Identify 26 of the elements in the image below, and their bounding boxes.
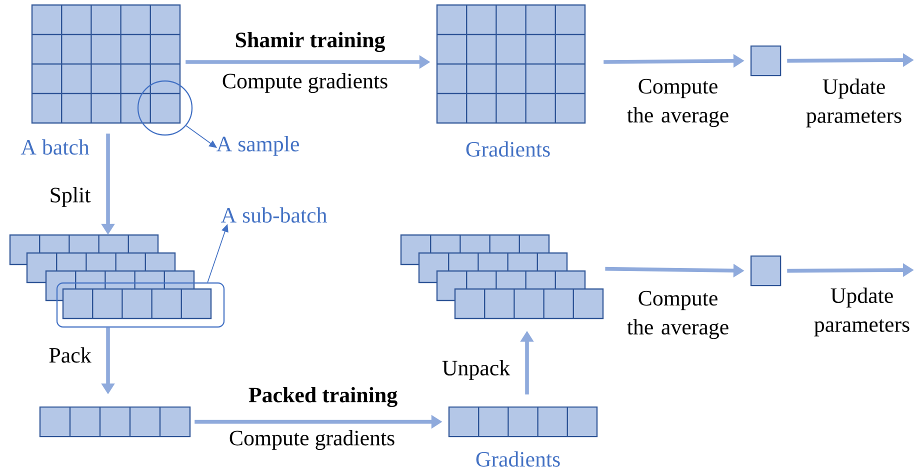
gradient-grid	[436, 4, 586, 124]
gradient-stack	[400, 234, 604, 320]
edge-label: Update parameters	[814, 288, 910, 336]
edge-label: Packed training	[248, 386, 398, 408]
average-square	[750, 255, 782, 286]
edge-label: Compute the average	[627, 290, 728, 340]
node-label: A batch	[20, 139, 90, 155]
node-label: Gradients	[476, 451, 560, 467]
callout-text: A sample	[216, 136, 299, 156]
sub-batch-stack	[9, 234, 212, 320]
highlight-frame	[56, 282, 225, 328]
batch-grid	[31, 4, 181, 124]
sample-circle	[137, 80, 193, 136]
packed-row	[39, 406, 191, 438]
callout-text: A sub-batch	[220, 207, 327, 223]
edge-label: Shamir training	[236, 32, 385, 52]
edge-label: Compute the average	[627, 78, 728, 128]
edge-label: Unpack	[442, 360, 510, 380]
average-square	[750, 45, 782, 76]
label-text: Compute gradients	[222, 73, 388, 93]
edge-label: Split	[50, 187, 91, 207]
edge-label: Update parameters	[806, 78, 902, 128]
label-text: Compute gradients	[230, 430, 394, 450]
node-label: Gradients	[466, 141, 550, 157]
edge-label: Pack	[49, 347, 92, 363]
packed-gradient-row	[448, 406, 598, 438]
